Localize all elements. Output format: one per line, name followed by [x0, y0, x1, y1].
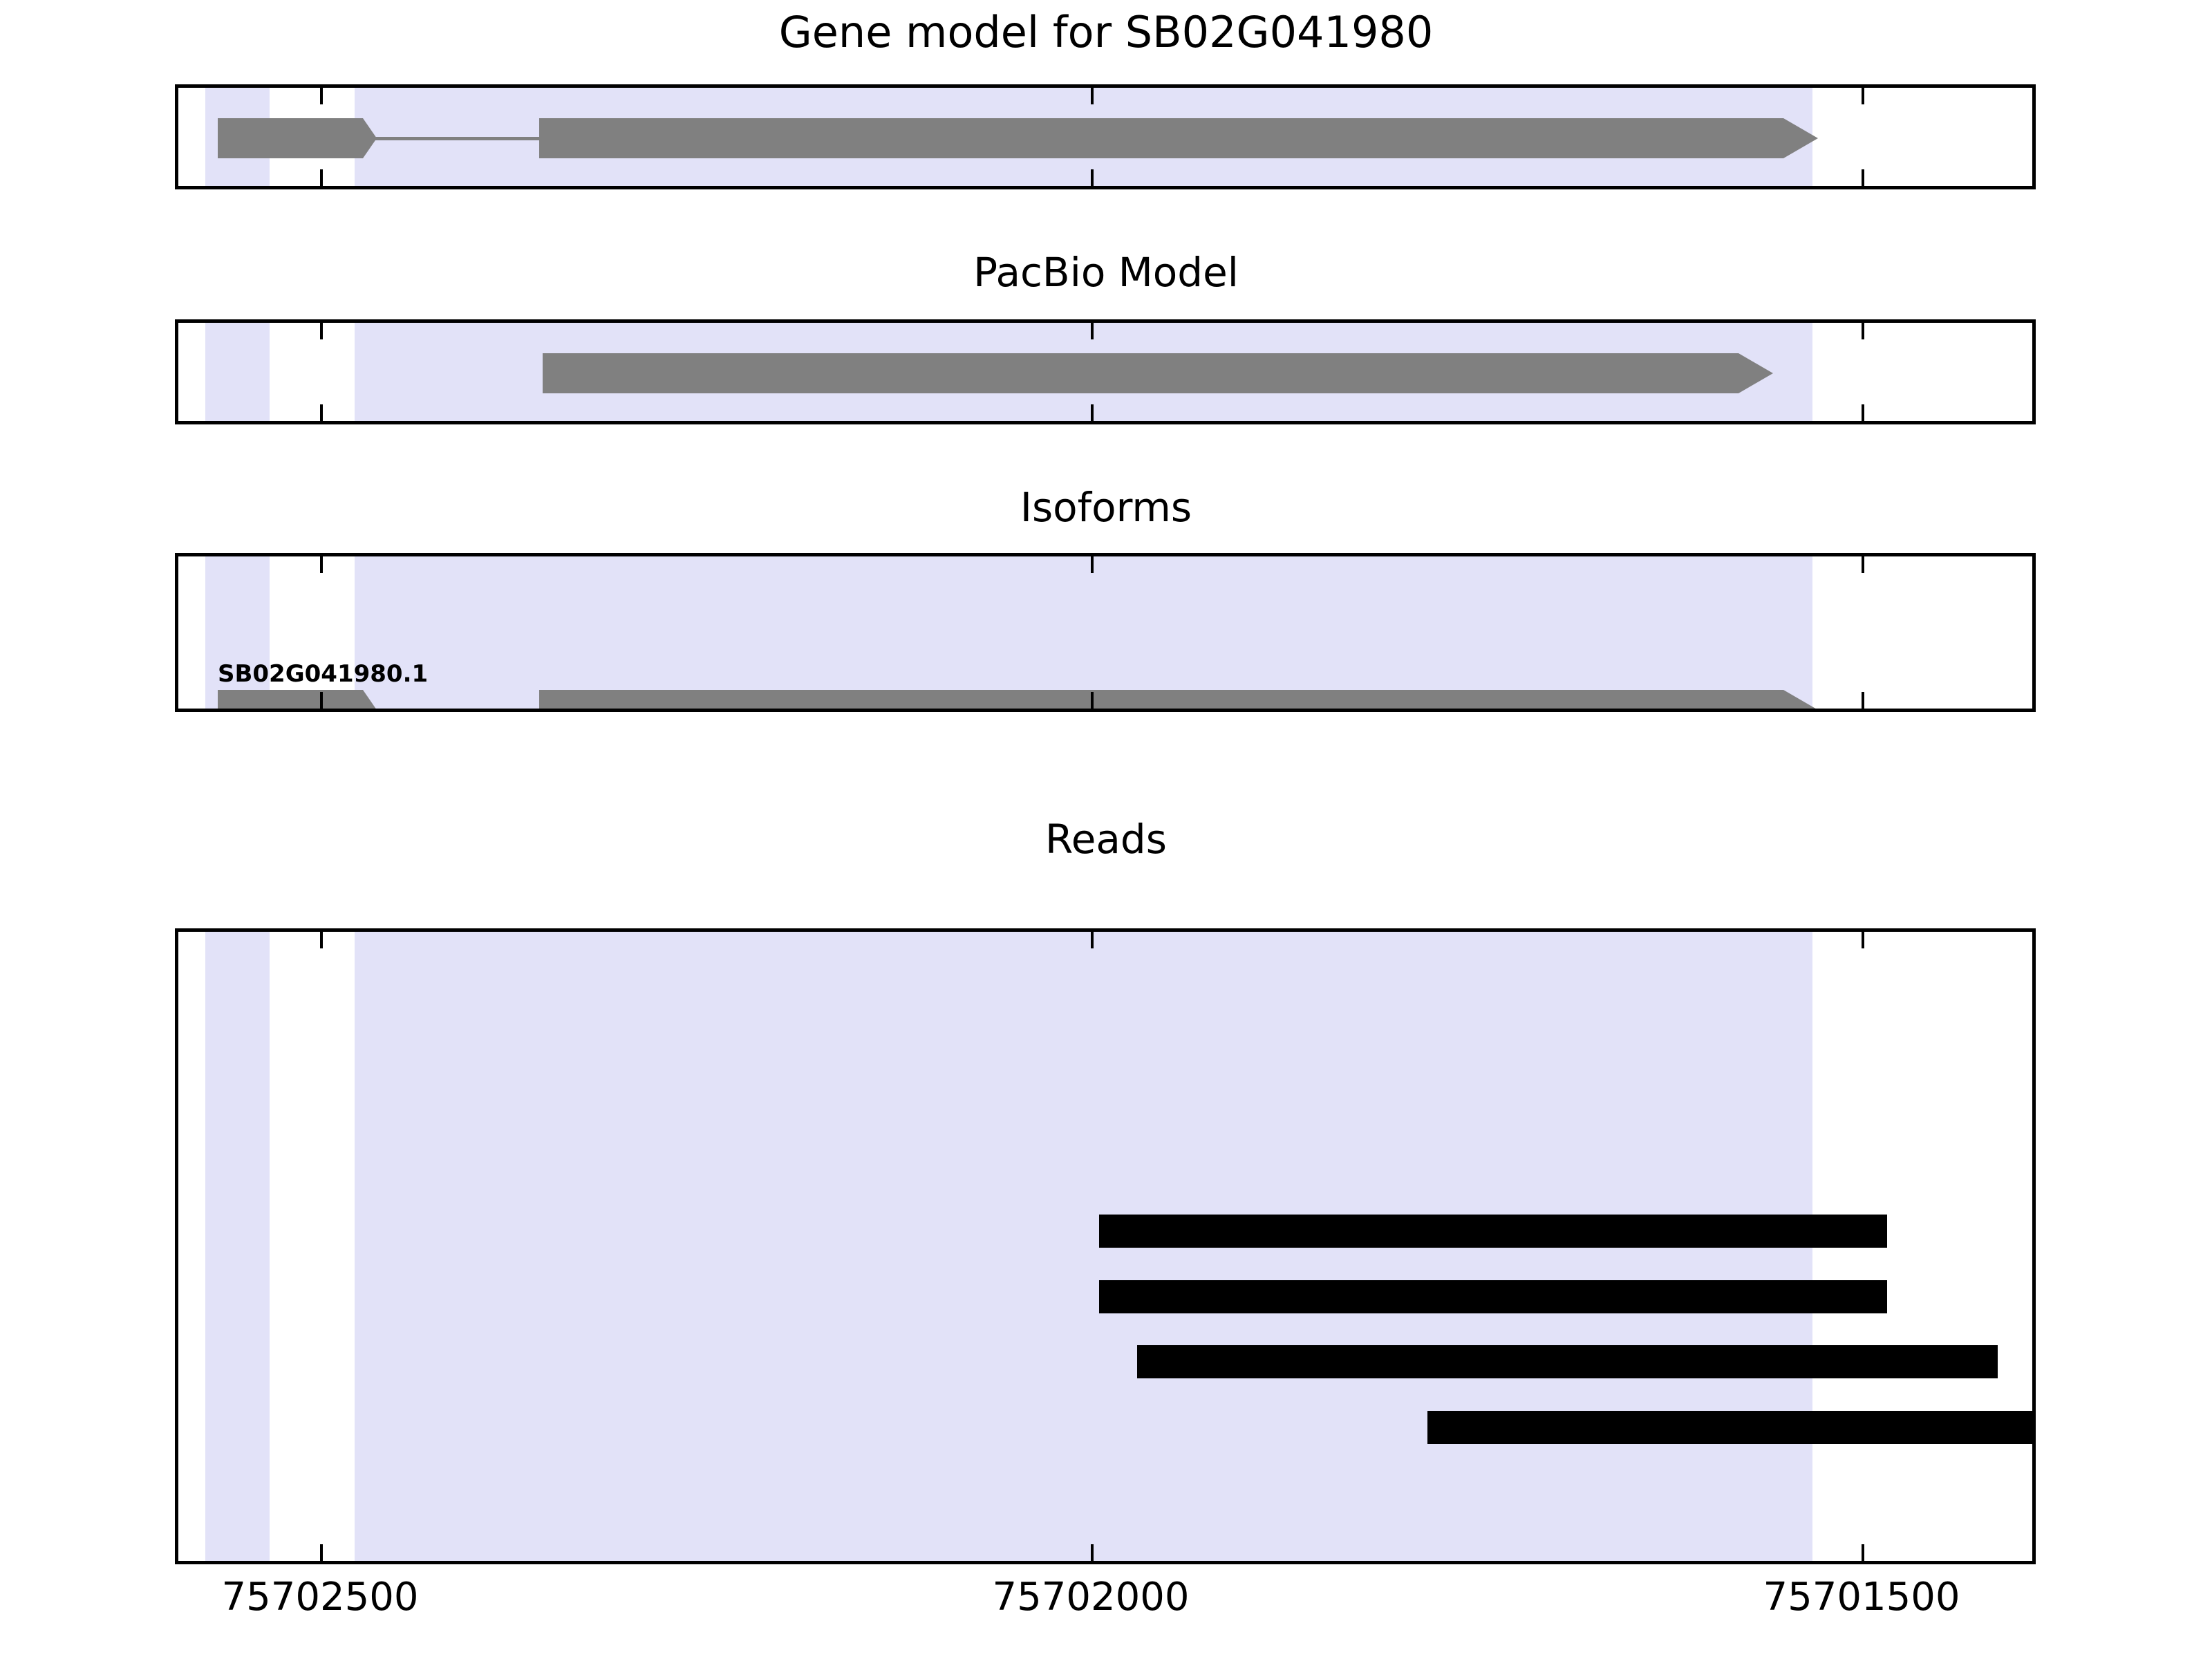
xtick-top-75702500 [320, 88, 323, 104]
xtick-label: 75702000 [992, 1575, 1190, 1620]
xtick-bottom-75702500 [320, 692, 323, 709]
exon-1 [218, 118, 363, 158]
xtick-bottom-75701500 [1862, 169, 1864, 186]
xtick-bottom-75702500 [320, 1544, 323, 1561]
xtick-top-75701500 [1862, 556, 1864, 573]
xtick-bottom-75701500 [1862, 1544, 1864, 1561]
reads-panel [175, 928, 2036, 1564]
xtick-top-75702000 [1091, 88, 1094, 104]
pacbio-exon-arrow-icon [1738, 353, 1773, 393]
xtick-bottom-75701500 [1862, 404, 1864, 421]
xtick-top-75702000 [1091, 323, 1094, 339]
xtick-bottom-75701500 [1862, 692, 1864, 709]
pacbio-exon-1 [543, 353, 1738, 393]
pacbio-panel-title: PacBio Model [973, 249, 1239, 296]
isoform-label: SB02G041980.1 [218, 660, 429, 688]
xtick-top-75702500 [320, 556, 323, 573]
xtick-label: 75701500 [1763, 1575, 1960, 1620]
xtick-bottom-75702500 [320, 404, 323, 421]
exon-1 [218, 690, 363, 709]
intron-line [366, 709, 539, 712]
isoforms-panel: SB02G041980.1 [175, 553, 2036, 712]
xtick-top-75701500 [1862, 88, 1864, 104]
exon-2-arrow-icon [1783, 118, 1818, 158]
read-bar [1099, 1280, 1887, 1313]
exon-2 [539, 118, 1783, 158]
xtick-label: 75702500 [221, 1575, 419, 1620]
highlight-band-1 [205, 556, 270, 709]
xtick-top-75702500 [320, 932, 323, 948]
pacbio-model-panel [175, 319, 2036, 424]
gene-model-panel [175, 84, 2036, 189]
xtick-top-75702500 [320, 323, 323, 339]
exon-1-arrow-icon [363, 690, 377, 709]
xtick-top-75701500 [1862, 932, 1864, 948]
highlight-band-2 [355, 556, 1812, 709]
xtick-top-75702000 [1091, 932, 1094, 948]
xtick-top-75702000 [1091, 556, 1094, 573]
xtick-bottom-75702000 [1091, 404, 1094, 421]
highlight-band-1 [205, 932, 270, 1561]
exon-2-arrow-icon [1783, 690, 1818, 709]
read-bar [1427, 1411, 2032, 1444]
isoforms-panel-title: Isoforms [1020, 484, 1192, 531]
reads-panel-title: Reads [1045, 816, 1167, 863]
xtick-top-75701500 [1862, 323, 1864, 339]
read-bar [1099, 1215, 1887, 1248]
xtick-bottom-75702000 [1091, 169, 1094, 186]
xtick-bottom-75702000 [1091, 692, 1094, 709]
exon-2 [539, 690, 1783, 709]
page-title: Gene model for SB02G041980 [778, 7, 1434, 57]
xtick-bottom-75702500 [320, 169, 323, 186]
read-bar [1137, 1345, 1998, 1378]
exon-1-arrow-icon [363, 118, 377, 158]
highlight-band-1 [205, 323, 270, 421]
xtick-bottom-75702000 [1091, 1544, 1094, 1561]
intron-line [366, 137, 539, 140]
